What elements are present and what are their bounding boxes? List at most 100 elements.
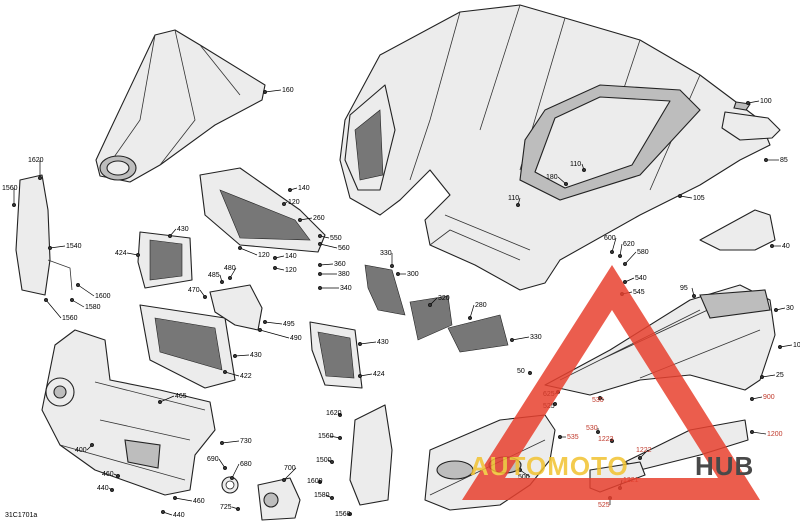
fastener-mark bbox=[581, 167, 587, 173]
fastener-mark bbox=[329, 459, 335, 465]
part-number-label: 1580 bbox=[85, 304, 101, 311]
leader-line bbox=[624, 251, 637, 265]
fastener-mark bbox=[272, 255, 278, 261]
part-number-label: 440 bbox=[97, 485, 109, 492]
part-260-vent bbox=[199, 167, 326, 253]
fastener-mark bbox=[527, 370, 533, 376]
fastener-mark bbox=[763, 157, 769, 163]
part-number-label: 500 bbox=[518, 474, 530, 481]
part-number-label: 260 bbox=[313, 215, 325, 222]
part-number-label: 1600 bbox=[307, 478, 323, 485]
part-number-label: 10 bbox=[793, 342, 800, 349]
part-number-label: 120 bbox=[258, 252, 270, 259]
fastener-mark bbox=[617, 253, 623, 259]
part-number-label: 424 bbox=[373, 371, 385, 378]
leader-line bbox=[234, 354, 250, 357]
fastener-mark bbox=[329, 495, 335, 501]
fastener-mark bbox=[337, 412, 343, 418]
part-number-label: 535 bbox=[567, 434, 579, 441]
part-number-label: 440 bbox=[173, 512, 185, 519]
fastener-mark bbox=[89, 442, 95, 448]
leader-line bbox=[264, 89, 282, 93]
part-number-label: 110 bbox=[508, 195, 519, 202]
watermark: AUTOMOTO HUB bbox=[462, 265, 760, 500]
part-number-label: 280 bbox=[475, 302, 487, 309]
part-320-grille bbox=[409, 295, 453, 341]
part-100 bbox=[721, 101, 781, 141]
part-number-label: 525 bbox=[598, 502, 610, 509]
fastener-mark bbox=[357, 373, 363, 379]
leader-line bbox=[761, 374, 776, 378]
part-number-label: 30 bbox=[786, 305, 794, 312]
part-number-label: 180 bbox=[546, 174, 558, 181]
fastener-mark bbox=[11, 202, 17, 208]
part-number-label: 620 bbox=[623, 241, 635, 248]
fastener-mark bbox=[389, 263, 395, 269]
fastener-mark bbox=[202, 294, 208, 300]
fastener-mark bbox=[609, 249, 615, 255]
fastener-mark bbox=[75, 282, 81, 288]
fastener-mark bbox=[135, 252, 141, 258]
fastener-mark bbox=[759, 374, 765, 380]
part-number-label: 460 bbox=[102, 471, 114, 478]
fastener-mark bbox=[609, 438, 615, 444]
part-number-label: 485 bbox=[208, 272, 220, 279]
fastener-mark bbox=[297, 217, 303, 223]
part-number-label: 100 bbox=[760, 98, 772, 105]
fastener-mark bbox=[317, 285, 323, 291]
fastener-mark bbox=[281, 201, 287, 207]
fastener-mark bbox=[317, 479, 323, 485]
fastener-mark bbox=[257, 327, 263, 333]
leader-line bbox=[77, 284, 95, 297]
fastener-mark bbox=[317, 241, 323, 247]
part-number-label: 40 bbox=[782, 243, 790, 250]
fastener-mark bbox=[109, 487, 115, 493]
part-number-label: 1560 bbox=[318, 433, 334, 440]
part-number-label: 680 bbox=[240, 461, 252, 468]
fastener-mark bbox=[773, 307, 779, 313]
fastener-mark bbox=[749, 396, 755, 402]
part-number-label: 360 bbox=[334, 261, 346, 268]
leader-line bbox=[231, 463, 240, 479]
part-number-label: 465 bbox=[175, 393, 187, 400]
part-number-label: 105 bbox=[693, 195, 705, 202]
leader-line bbox=[469, 304, 475, 319]
fastener-mark bbox=[677, 193, 683, 199]
fastener-mark bbox=[557, 434, 563, 440]
part-number-label: 900 bbox=[763, 394, 775, 401]
part-number-label: 85 bbox=[780, 157, 788, 164]
part-number-label: 430 bbox=[377, 339, 389, 346]
part-number-label: 1600 bbox=[95, 293, 111, 300]
fastener-mark bbox=[157, 399, 163, 405]
part-number-label: 1200 bbox=[767, 431, 783, 438]
part-280-grille bbox=[447, 314, 509, 353]
part-400-side-panel bbox=[41, 329, 216, 496]
leader-line bbox=[319, 263, 334, 266]
fastener-mark bbox=[777, 344, 783, 350]
part-number-label: 600 bbox=[604, 235, 616, 242]
leader-line bbox=[221, 440, 240, 444]
part-number-label: 330 bbox=[380, 250, 392, 257]
leader-line bbox=[259, 329, 290, 339]
part-number-label: 400 bbox=[75, 447, 87, 454]
leader-line bbox=[49, 245, 66, 249]
fastener-mark bbox=[317, 262, 323, 268]
part-number-label: 480 bbox=[224, 265, 236, 272]
fastener-mark bbox=[172, 495, 178, 501]
fastener-mark bbox=[637, 455, 643, 461]
part-number-label: 560 bbox=[338, 245, 350, 252]
fastener-mark bbox=[317, 271, 323, 277]
part-nose-panel bbox=[95, 29, 266, 183]
fastener-mark bbox=[622, 261, 628, 267]
leader-line bbox=[159, 395, 175, 403]
part-number-label: 430 bbox=[250, 352, 262, 359]
part-number-label: 300 bbox=[407, 271, 419, 278]
fastener-mark bbox=[357, 341, 363, 347]
part-number-label: 470 bbox=[188, 287, 200, 294]
leader-line bbox=[71, 299, 85, 308]
part-424-right-duct bbox=[309, 321, 363, 389]
part-422-duct bbox=[139, 304, 236, 389]
leader-line bbox=[264, 321, 283, 325]
leader-line bbox=[359, 341, 377, 345]
part-number-label: 730 bbox=[240, 438, 252, 445]
